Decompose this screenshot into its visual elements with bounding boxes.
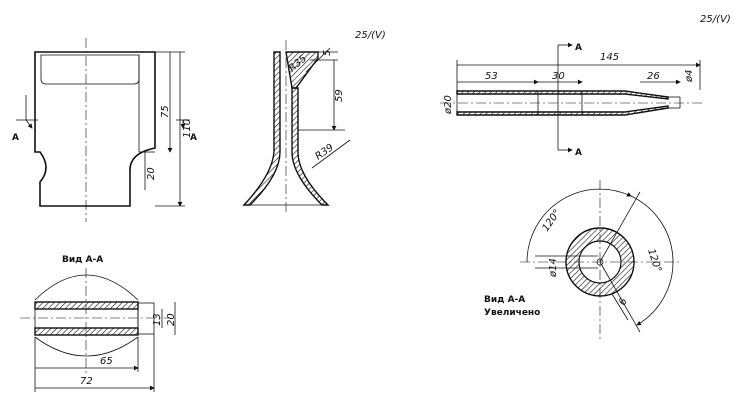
section-view: R35 5 59 R39 25/(V) [242, 30, 386, 215]
dim-26: 26 [647, 71, 660, 82]
view-aa-enlarged: Вид А-А Увеличено 120° 120° ø14 6 [484, 180, 680, 340]
dim-dia14: ø14 [548, 258, 559, 278]
dim-30: 30 [552, 71, 565, 82]
dim-20-tab: 20 [146, 167, 157, 180]
dim-angle-120-2: 120° [645, 248, 663, 274]
dim-72: 72 [80, 376, 93, 387]
dim-53: 53 [485, 71, 498, 82]
view-aa-title: Вид А-А [62, 255, 103, 265]
roughness-left: 25/(V) [355, 30, 386, 41]
tube-view: 25/(V) A A 145 53 30 26 ø20 ø4 [440, 14, 731, 158]
roughness-right: 25/(V) [700, 14, 731, 25]
dim-dia4: ø4 [684, 70, 695, 83]
dim-110: 110 [182, 119, 193, 138]
view-aa-title-2: Вид А-А [484, 295, 525, 305]
section-marker-left: A [12, 133, 19, 143]
dim-dia20: ø20 [443, 95, 454, 115]
dim-65: 65 [100, 356, 113, 367]
dim-145: 145 [600, 52, 619, 63]
dim-6: 6 [617, 296, 630, 307]
dim-angle-120-1: 120° [540, 208, 563, 234]
dim-5: 5 [322, 50, 333, 56]
section-marker-right: A [190, 133, 197, 143]
dim-75: 75 [160, 105, 171, 118]
dim-20-view: 20 [166, 313, 177, 326]
tube-marker-top: A [575, 43, 582, 53]
tube-marker-bottom: A [575, 148, 582, 158]
view-aa-bottom: Вид А-А 65 72 13 20 [20, 255, 177, 392]
view-aa-enlarged-label: Увеличено [484, 308, 540, 318]
dim-r39: R39 [313, 142, 335, 162]
dim-13: 13 [152, 313, 163, 326]
front-view: A A 75 110 20 [12, 38, 197, 222]
dim-59: 59 [334, 89, 345, 102]
